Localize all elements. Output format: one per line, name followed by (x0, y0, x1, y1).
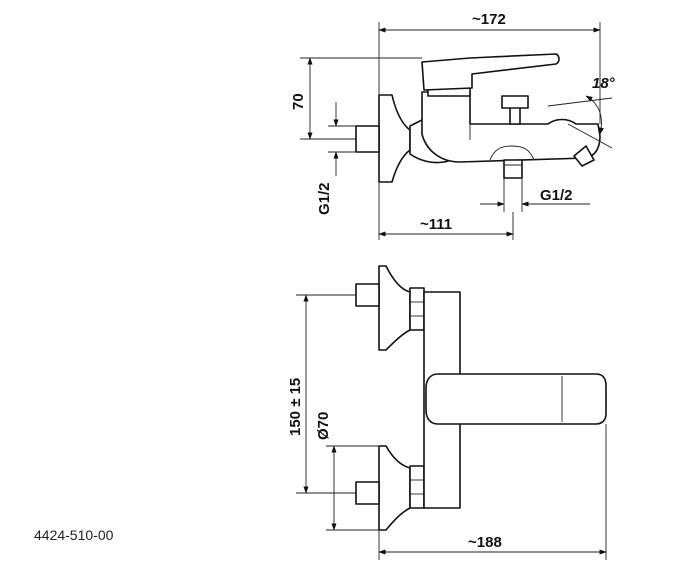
top-hose-outlet (503, 159, 523, 179)
front-lever (425, 373, 607, 425)
dim-angle: 18° (592, 75, 616, 92)
dim-center-distance: 150 ± 15 (287, 378, 304, 436)
top-escutcheon (378, 94, 411, 183)
dim-overall-length: ~172 (472, 11, 506, 28)
front-escutcheon-lower (378, 445, 411, 531)
front-connector-upper (355, 283, 380, 307)
top-lever-handle (421, 53, 560, 91)
dim-inlet-thread: G1/2 (316, 182, 333, 215)
front-connector-lower (355, 481, 380, 505)
front-nut-upper (409, 287, 425, 331)
front-escutcheon-upper (378, 265, 411, 351)
dim-overall-depth: ~188 (468, 534, 502, 551)
top-diverter-knob (501, 95, 529, 109)
model-code: 4424-510-00 (34, 527, 114, 543)
dim-escutcheon-diameter: Ø70 (315, 412, 332, 440)
front-view: 150 ± 15 Ø70 ~188 (287, 265, 607, 560)
top-aerator (573, 145, 595, 167)
top-mixer-body (421, 91, 601, 163)
top-inlet-connector (355, 125, 380, 153)
dim-height: 70 (290, 93, 307, 110)
dim-outlet-thread: G1/2 (540, 187, 573, 204)
dim-spout-offset: ~111 (420, 216, 452, 233)
top-view: ~172 70 G1/2 G1/2 ~111 18° (290, 11, 616, 240)
front-nut-lower (409, 465, 425, 509)
